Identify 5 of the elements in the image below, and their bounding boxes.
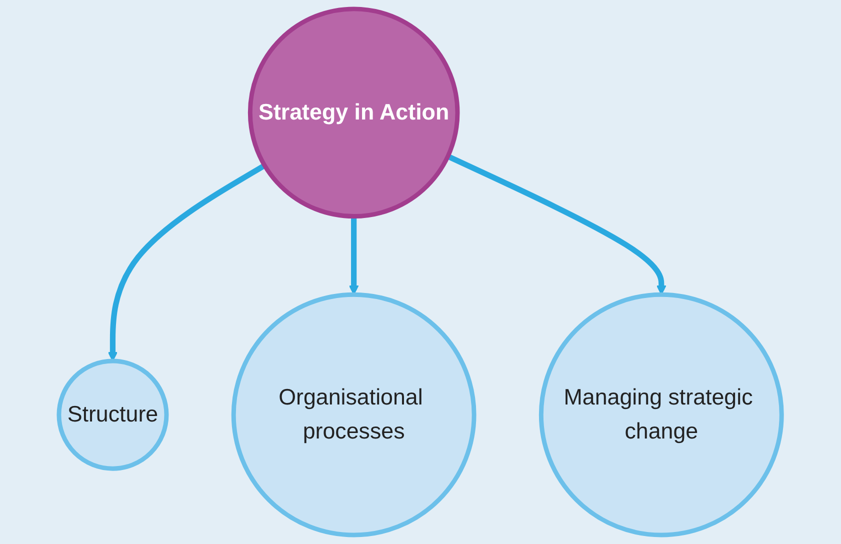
node-circle: Strategy in Action <box>248 6 460 219</box>
node-circle: Structure <box>56 358 169 471</box>
arrow <box>108 163 266 362</box>
node-circle: Organisational processes <box>232 292 476 538</box>
node-circle: Managing strategic change <box>539 292 784 538</box>
